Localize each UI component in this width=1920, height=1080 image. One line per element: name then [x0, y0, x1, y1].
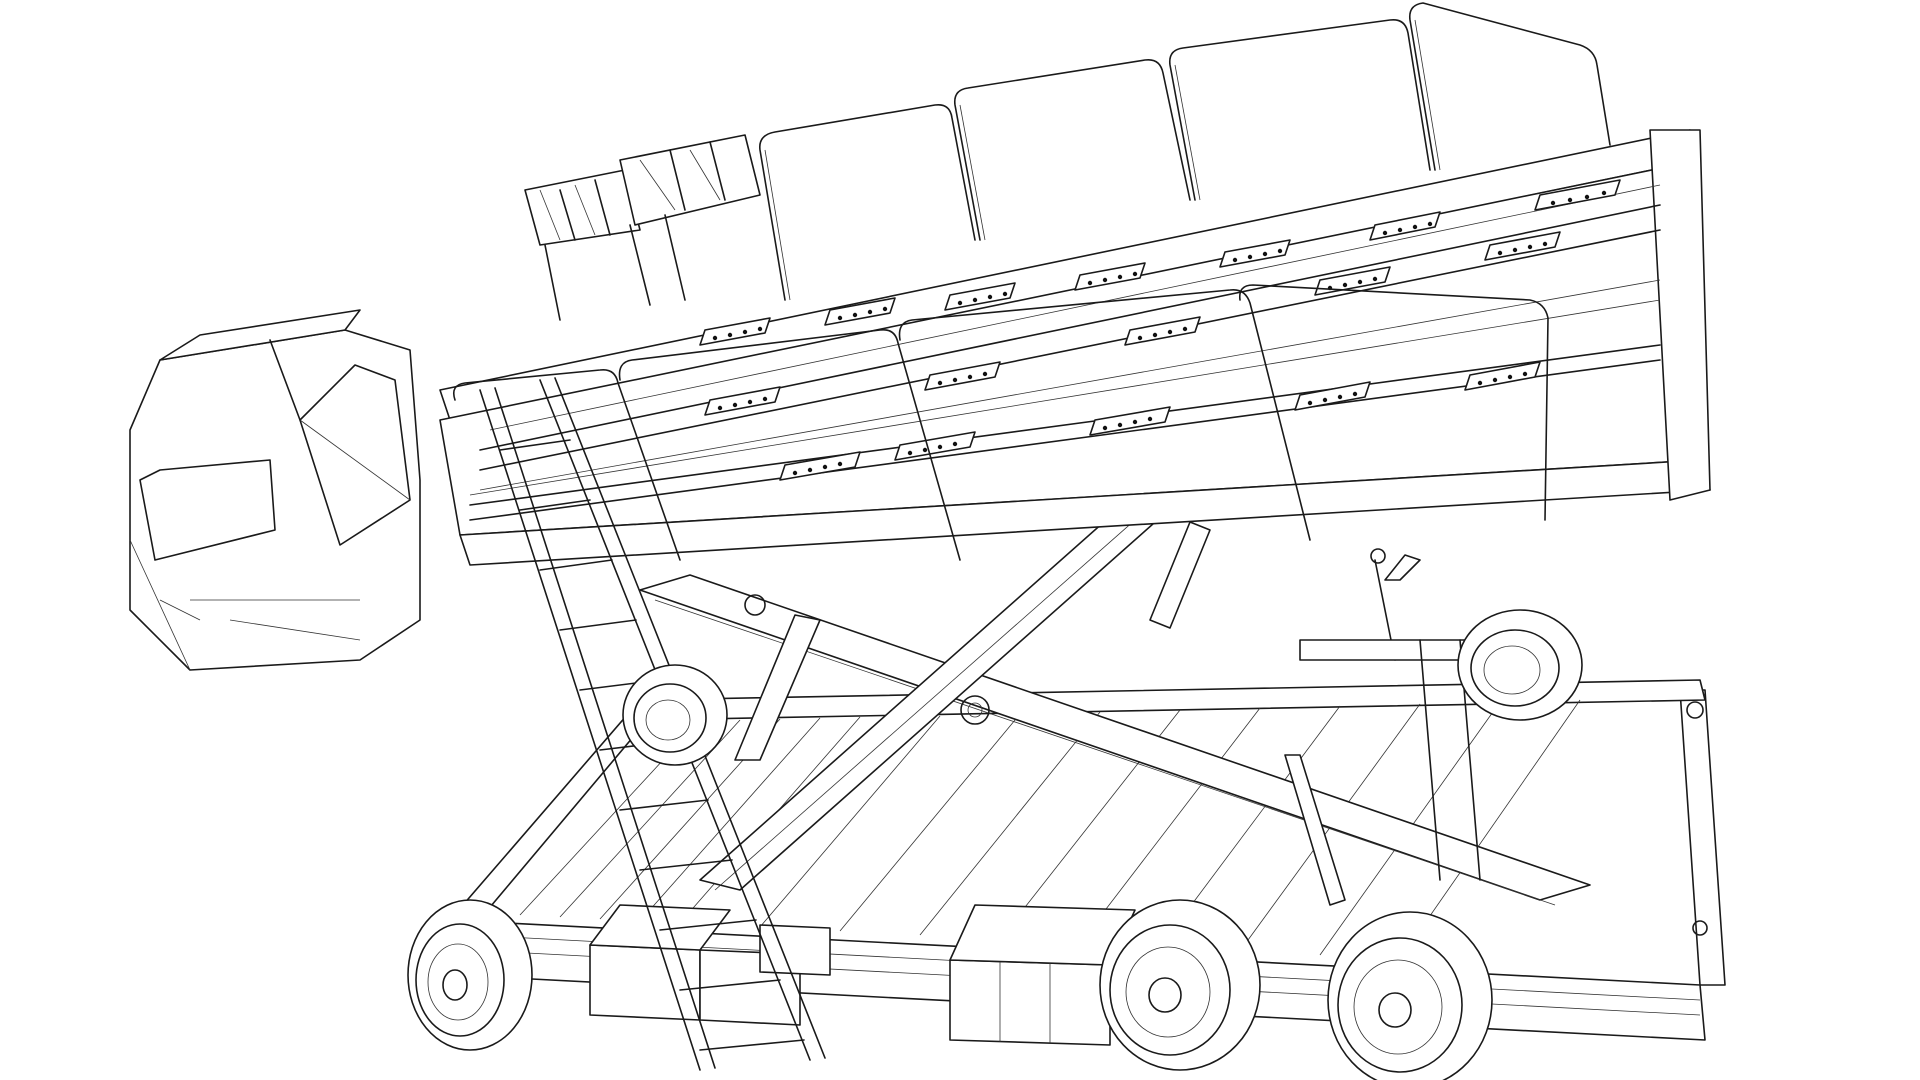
guard-rails [452, 2, 1611, 561]
roller-blocks [699, 179, 1621, 481]
left-rear-wheel [622, 664, 728, 766]
sign-trusses [524, 134, 761, 321]
wheels [407, 609, 1583, 1080]
middle-wheel-1 [1099, 899, 1261, 1071]
scissor-lift-arms [639, 489, 1591, 906]
cargo-platform [439, 129, 1711, 566]
front-wheel [407, 899, 533, 1051]
middle-wheel-2 [1327, 911, 1493, 1080]
rear-right-wheel [1457, 609, 1583, 721]
driver-cab [129, 309, 421, 671]
storage-boxes [589, 904, 1136, 1046]
